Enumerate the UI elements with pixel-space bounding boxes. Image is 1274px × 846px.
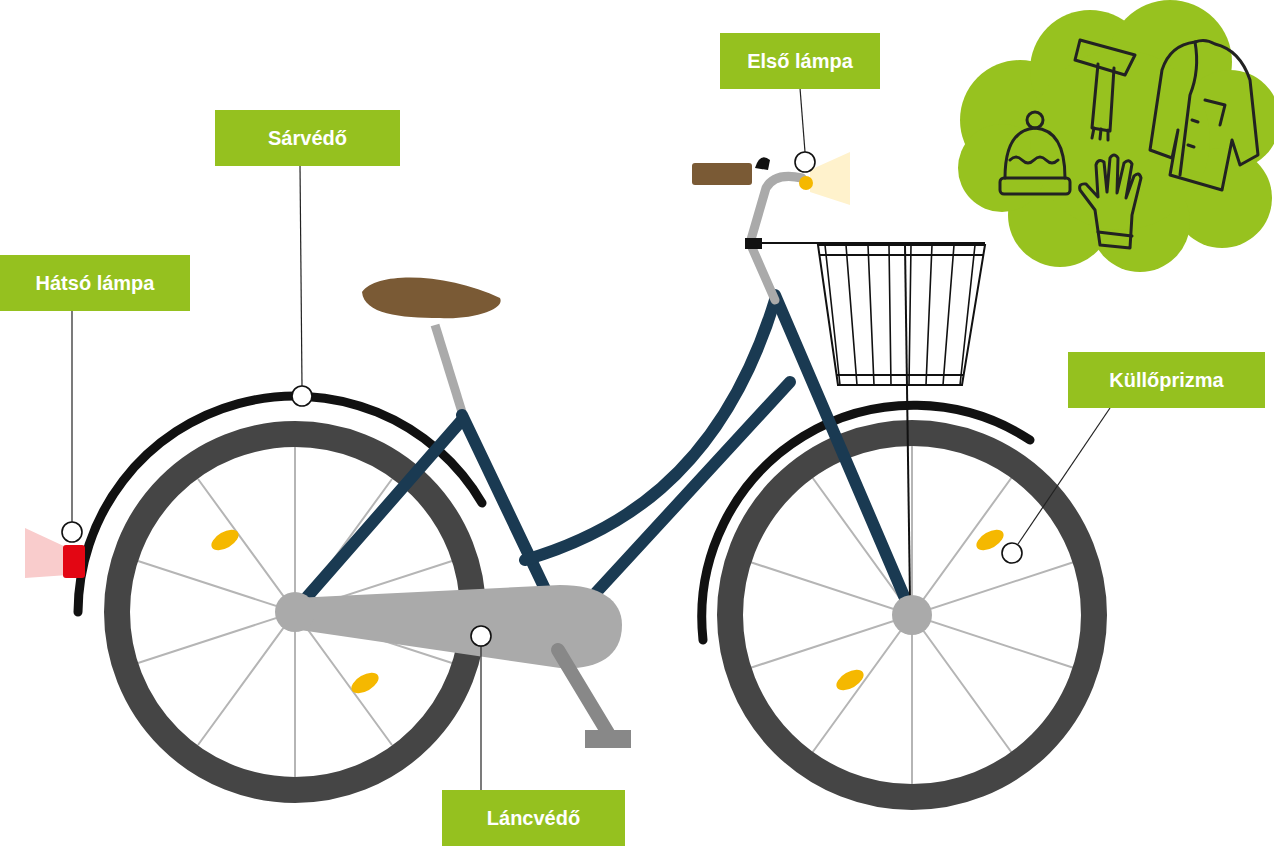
front-light-beam — [810, 152, 850, 205]
rear-fender — [78, 396, 482, 612]
chain-guard — [295, 585, 622, 668]
callout-marker — [471, 626, 491, 646]
part-name: Láncvédő — [487, 807, 580, 830]
callout-marker — [62, 522, 82, 542]
crank-arm — [558, 650, 608, 733]
down-tube — [580, 382, 790, 610]
callout-marker — [795, 152, 815, 172]
callout-label-box: Első lámpa — [720, 33, 880, 89]
brake-lever — [755, 157, 770, 170]
leader-line — [800, 88, 805, 152]
leader-line — [1018, 408, 1110, 544]
part-name: Hátsó lámpa — [36, 272, 155, 295]
leader-lines — [72, 88, 1110, 790]
front-lamp — [799, 176, 813, 190]
callout-markers — [62, 152, 1022, 646]
seat-post — [435, 325, 462, 412]
pedal — [585, 730, 631, 748]
spoke-reflector — [208, 526, 242, 555]
callout-label-box: Láncvédő — [442, 790, 625, 846]
rear-hub — [275, 592, 315, 632]
callout-label-box: Sárvédő — [215, 110, 400, 166]
basket-frame — [818, 245, 985, 385]
glove-cuff — [1098, 232, 1132, 236]
coat-icon — [1150, 40, 1258, 190]
coat-details — [1180, 42, 1225, 175]
callout-marker — [292, 386, 312, 406]
bike-frame — [295, 295, 910, 615]
part-name: Sárvédő — [268, 127, 347, 150]
handlebar-grip — [692, 163, 752, 185]
hat-brim — [1000, 178, 1070, 194]
callout-marker — [1002, 543, 1022, 563]
callout-label-box: Hátsó lámpa — [0, 255, 190, 311]
hat-icon — [1005, 128, 1065, 178]
hat-pattern — [1010, 157, 1058, 163]
hat-pompom — [1027, 112, 1043, 128]
saddle — [362, 278, 501, 319]
seat-stay — [300, 420, 462, 605]
scarf-fringe — [1092, 128, 1108, 140]
scarf-icon — [1075, 40, 1135, 75]
rear-light-beam — [25, 528, 68, 578]
leader-line — [300, 165, 302, 386]
basket-bar — [760, 242, 985, 244]
glove-icon — [1080, 155, 1141, 248]
front-hub — [892, 595, 932, 635]
leader-line — [480, 646, 481, 790]
part-name: Első lámpa — [747, 50, 853, 73]
scarf-tail — [1092, 64, 1114, 131]
front-fender — [702, 405, 1030, 640]
rear-lamp — [63, 545, 85, 578]
leader-line — [71, 310, 72, 522]
spoke-reflector — [348, 669, 382, 698]
basket-slats — [825, 245, 975, 385]
part-name: Küllőprizma — [1109, 369, 1223, 392]
seat-tube — [462, 415, 555, 610]
clothes-icons — [1000, 40, 1258, 248]
top-tube — [525, 300, 775, 560]
front-tire — [730, 433, 1094, 797]
spoke-reflector — [833, 666, 867, 695]
callout-label-box: Küllőprizma — [1068, 352, 1265, 408]
basket-clamp — [745, 238, 762, 249]
clothes-cloud — [958, 0, 1274, 272]
front-spokes — [750, 445, 1074, 785]
